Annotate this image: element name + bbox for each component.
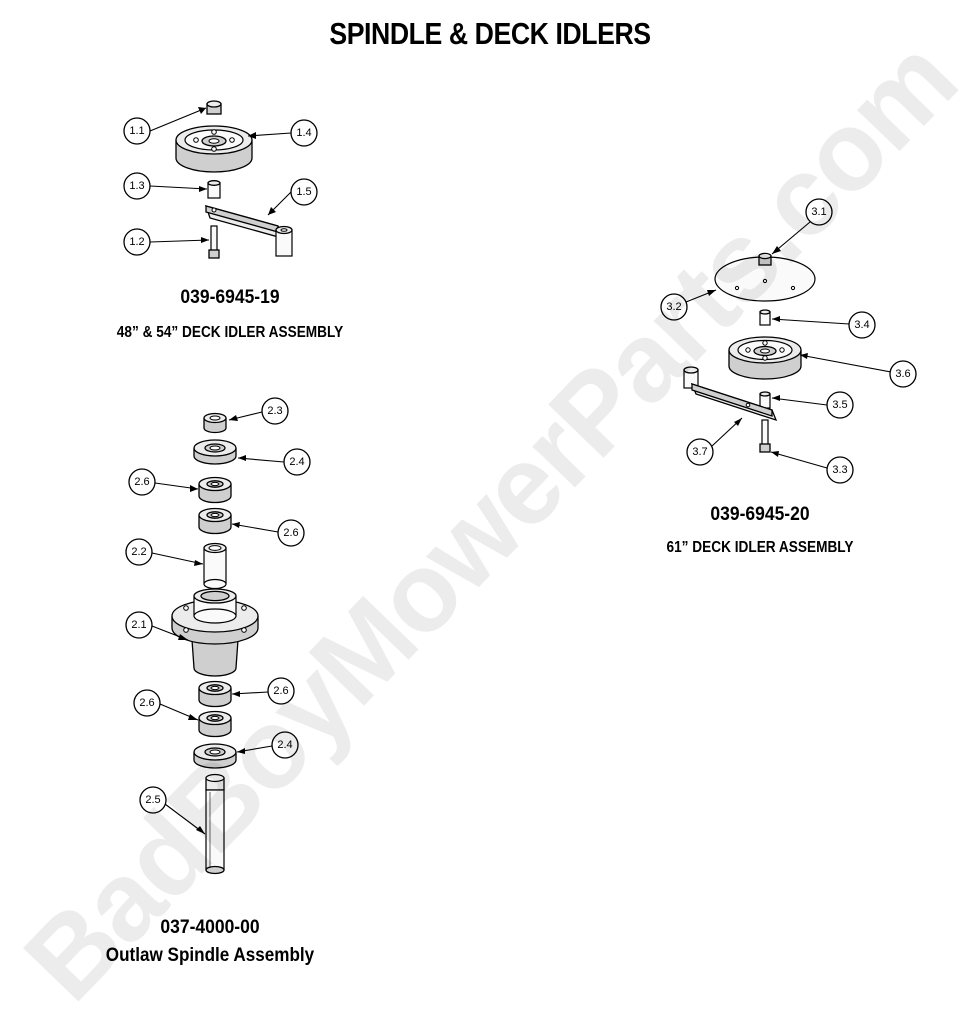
svg-text:1.1: 1.1 — [129, 125, 144, 137]
callout-1-5: 1.5 — [290, 178, 318, 206]
assembly-3-drawing — [683, 252, 816, 453]
exploded-parts-diagram: 1.1 1.4 1.3 1.5 1.2 — [123, 100, 917, 875]
assembly-2-part-number: 037-4000-00 — [160, 917, 260, 938]
assembly-1-drawing — [175, 100, 293, 259]
assembly-2-drawing — [171, 412, 259, 875]
svg-text:3.4: 3.4 — [854, 319, 869, 331]
callout-3-6: 3.6 — [889, 360, 917, 388]
callout-2-2: 2.2 — [125, 538, 153, 566]
part-spindle-housing — [171, 588, 259, 677]
svg-text:2.4: 2.4 — [277, 739, 292, 751]
assembly-3-name: 61” DECK IDLER ASSEMBLY — [666, 539, 854, 556]
callout-3-5: 3.5 — [826, 391, 854, 419]
part-idler-pulley — [728, 336, 802, 380]
part-spacer-tube — [203, 542, 227, 590]
callout-3-1: 3.1 — [805, 198, 833, 226]
assembly-1-part-number: 039-6945-19 — [180, 287, 280, 308]
part-seal-top — [193, 439, 237, 465]
callout-2-6: 2.6 — [267, 677, 295, 705]
assembly-1-name: 48” & 54” DECK IDLER ASSEMBLY — [116, 324, 344, 341]
svg-text:2.5: 2.5 — [145, 794, 160, 806]
part-idler-arm — [683, 366, 778, 422]
callout-2-1: 2.1 — [125, 611, 153, 639]
svg-text:2.6: 2.6 — [283, 527, 298, 539]
svg-text:1.3: 1.3 — [129, 180, 144, 192]
callout-2-4: 2.4 — [271, 731, 299, 759]
part-bearing — [198, 710, 232, 738]
part-spacer — [759, 391, 771, 409]
callout-1-4: 1.4 — [290, 119, 318, 147]
svg-text:3.2: 3.2 — [666, 301, 681, 313]
callout-1-1: 1.1 — [123, 117, 151, 145]
svg-text:2.3: 2.3 — [267, 405, 282, 417]
svg-text:1.2: 1.2 — [129, 236, 144, 248]
part-idler-arm — [204, 205, 293, 257]
assembly-2-name: Outlaw Spindle Assembly — [105, 945, 315, 966]
part-spacer — [207, 180, 221, 199]
part-bolt — [759, 419, 771, 453]
part-bearing — [198, 680, 232, 708]
page-title: SPINDLE & DECK IDLERS — [329, 16, 651, 51]
callout-2-6: 2.6 — [133, 689, 161, 717]
svg-text:2.6: 2.6 — [134, 476, 149, 488]
svg-text:2.6: 2.6 — [139, 697, 154, 709]
assembly-3-part-number: 039-6945-20 — [710, 504, 810, 525]
callout-3-4: 3.4 — [848, 311, 876, 339]
svg-text:3.1: 3.1 — [811, 206, 826, 218]
svg-text:2.6: 2.6 — [273, 685, 288, 697]
svg-text:3.3: 3.3 — [832, 464, 847, 476]
svg-text:3.7: 3.7 — [692, 446, 707, 458]
part-nut — [206, 100, 222, 115]
part-spindle-shaft — [205, 773, 225, 875]
svg-text:1.5: 1.5 — [296, 186, 311, 198]
svg-text:1.4: 1.4 — [296, 127, 311, 139]
svg-text:3.5: 3.5 — [832, 399, 847, 411]
svg-text:2.1: 2.1 — [131, 619, 146, 631]
part-seal-cap — [203, 412, 227, 434]
callout-1-2: 1.2 — [123, 228, 151, 256]
part-bearing — [198, 476, 232, 504]
callout-2-5: 2.5 — [139, 786, 167, 814]
svg-text:2.2: 2.2 — [131, 546, 146, 558]
part-nut — [758, 252, 772, 266]
part-idler-pulley — [175, 125, 253, 173]
callout-2-6: 2.6 — [277, 519, 305, 547]
callout-3-3: 3.3 — [826, 456, 854, 484]
part-seal-bottom — [193, 743, 237, 769]
svg-text:3.6: 3.6 — [895, 368, 910, 380]
callout-2-6: 2.6 — [128, 468, 156, 496]
part-spacer — [759, 309, 771, 326]
callout-2-4: 2.4 — [283, 448, 311, 476]
callout-2-3: 2.3 — [261, 397, 289, 425]
part-bolt — [208, 225, 220, 259]
part-bearing — [198, 507, 232, 535]
callout-3-2: 3.2 — [660, 293, 688, 321]
callout-1-3: 1.3 — [123, 172, 151, 200]
svg-text:2.4: 2.4 — [289, 456, 304, 468]
callout-3-7: 3.7 — [686, 438, 714, 466]
